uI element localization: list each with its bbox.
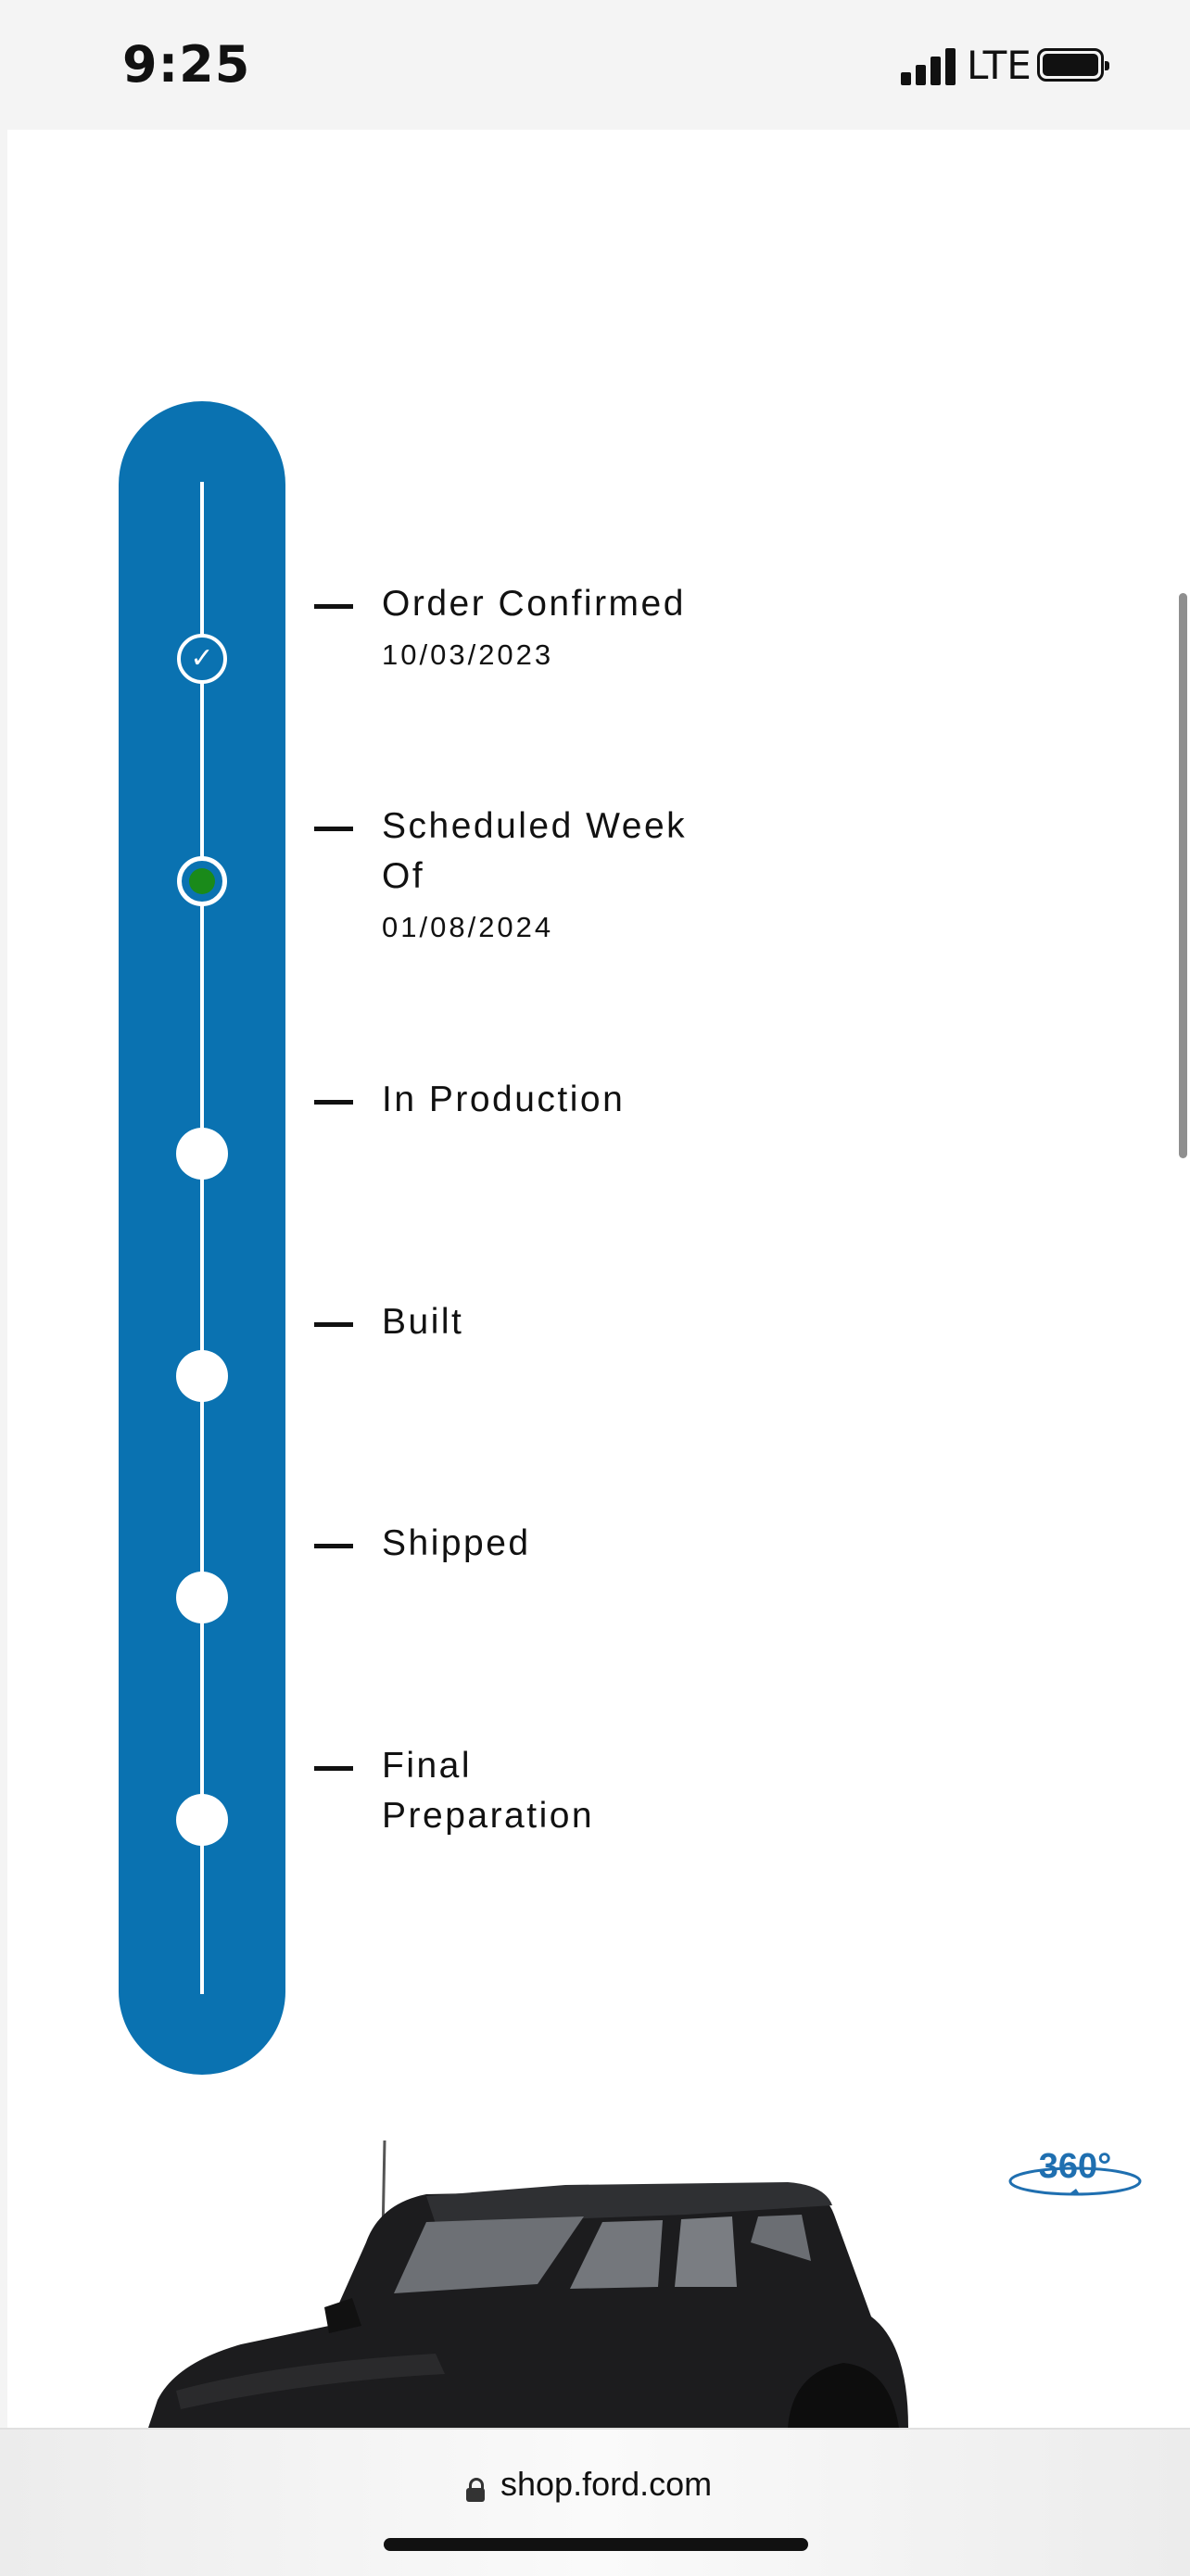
pending-step-icon	[176, 1572, 228, 1623]
scrollbar[interactable]	[1179, 593, 1187, 1158]
stage-tick	[314, 827, 353, 831]
battery-icon	[1037, 48, 1109, 82]
status-bar: 9:25 LTE	[0, 0, 1190, 130]
stage-tick	[314, 604, 353, 609]
stage-tick	[314, 1766, 353, 1771]
pending-step-icon	[176, 1128, 228, 1180]
stage-label-final-preparation: Final Preparation	[382, 1746, 595, 1836]
stage-label-built: Built	[382, 1302, 464, 1342]
pending-step-icon	[176, 1350, 228, 1402]
lock-icon	[466, 2478, 485, 2502]
signal-icon	[901, 48, 958, 85]
stage-label-in-production: In Production	[382, 1080, 626, 1119]
pending-step-icon	[176, 1794, 228, 1846]
stage-label-shipped: Shipped	[382, 1523, 531, 1563]
current-step-icon	[177, 856, 227, 906]
progress-rail	[200, 482, 204, 1994]
network-type: LTE	[967, 43, 1032, 88]
browser-url-bar[interactable]: shop.ford.com	[0, 2428, 1190, 2576]
status-time: 9:25	[122, 35, 251, 94]
stage-tick	[314, 1544, 353, 1548]
vehicle-image[interactable]	[139, 2131, 1057, 2428]
360-view-label: 360°	[1039, 2147, 1112, 2186]
360-view-icon[interactable]: 360°	[1006, 2140, 1145, 2205]
stage-label-scheduled-week: Scheduled Week Of	[382, 806, 688, 896]
url-text[interactable]: shop.ford.com	[500, 2465, 713, 2503]
stage-tick	[314, 1322, 353, 1327]
stage-tick	[314, 1100, 353, 1105]
stage-label-order-confirmed: Order Confirmed	[382, 584, 686, 624]
stage-date: 10/03/2023	[382, 638, 554, 671]
stage-date: 01/08/2024	[382, 911, 554, 943]
home-indicator[interactable]	[384, 2538, 808, 2551]
completed-step-icon: ✓	[177, 634, 227, 684]
